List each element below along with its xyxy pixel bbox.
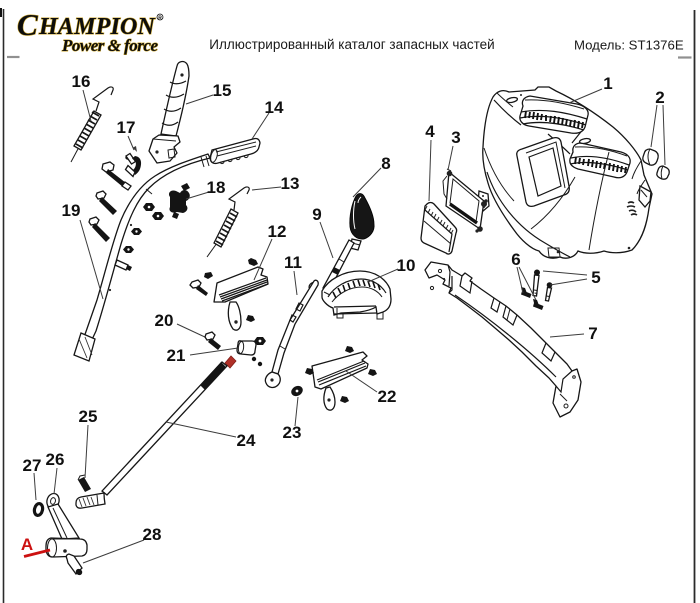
svg-text:8: 8 bbox=[381, 154, 390, 173]
svg-text:15: 15 bbox=[213, 81, 232, 100]
svg-text:3: 3 bbox=[451, 128, 460, 147]
svg-text:16: 16 bbox=[72, 72, 91, 91]
svg-text:A: A bbox=[21, 535, 33, 554]
svg-text:Power & force: Power & force bbox=[61, 36, 158, 55]
svg-text:4: 4 bbox=[425, 122, 435, 141]
svg-text:22: 22 bbox=[378, 387, 397, 406]
svg-text:11: 11 bbox=[284, 253, 302, 272]
svg-text:27: 27 bbox=[23, 456, 42, 475]
svg-text:R: R bbox=[158, 16, 162, 22]
svg-text:1: 1 bbox=[603, 74, 612, 93]
svg-text:26: 26 bbox=[46, 450, 65, 469]
svg-text:HAMPION: HAMPION bbox=[38, 14, 157, 40]
svg-text:7: 7 bbox=[588, 324, 597, 343]
svg-text:Модель: ST1376E: Модель: ST1376E bbox=[574, 38, 684, 53]
svg-text:14: 14 bbox=[265, 98, 284, 117]
svg-text:28: 28 bbox=[143, 525, 162, 544]
svg-text:23: 23 bbox=[283, 423, 302, 442]
svg-text:9: 9 bbox=[312, 205, 321, 224]
svg-text:5: 5 bbox=[591, 268, 600, 287]
svg-text:18: 18 bbox=[207, 178, 226, 197]
svg-text:10: 10 bbox=[397, 256, 416, 275]
svg-text:19: 19 bbox=[62, 201, 81, 220]
svg-text:24: 24 bbox=[237, 431, 256, 450]
svg-text:6: 6 bbox=[511, 250, 520, 269]
svg-text:13: 13 bbox=[281, 174, 300, 193]
svg-text:21: 21 bbox=[167, 346, 186, 365]
svg-text:20: 20 bbox=[155, 311, 174, 330]
svg-text:25: 25 bbox=[79, 407, 98, 426]
svg-text:Иллюстрированный каталог запас: Иллюстрированный каталог запасных частей bbox=[209, 37, 494, 52]
svg-text:12: 12 bbox=[268, 222, 287, 241]
svg-text:C: C bbox=[17, 7, 38, 42]
svg-text:2: 2 bbox=[655, 88, 664, 107]
svg-text:17: 17 bbox=[117, 118, 136, 137]
